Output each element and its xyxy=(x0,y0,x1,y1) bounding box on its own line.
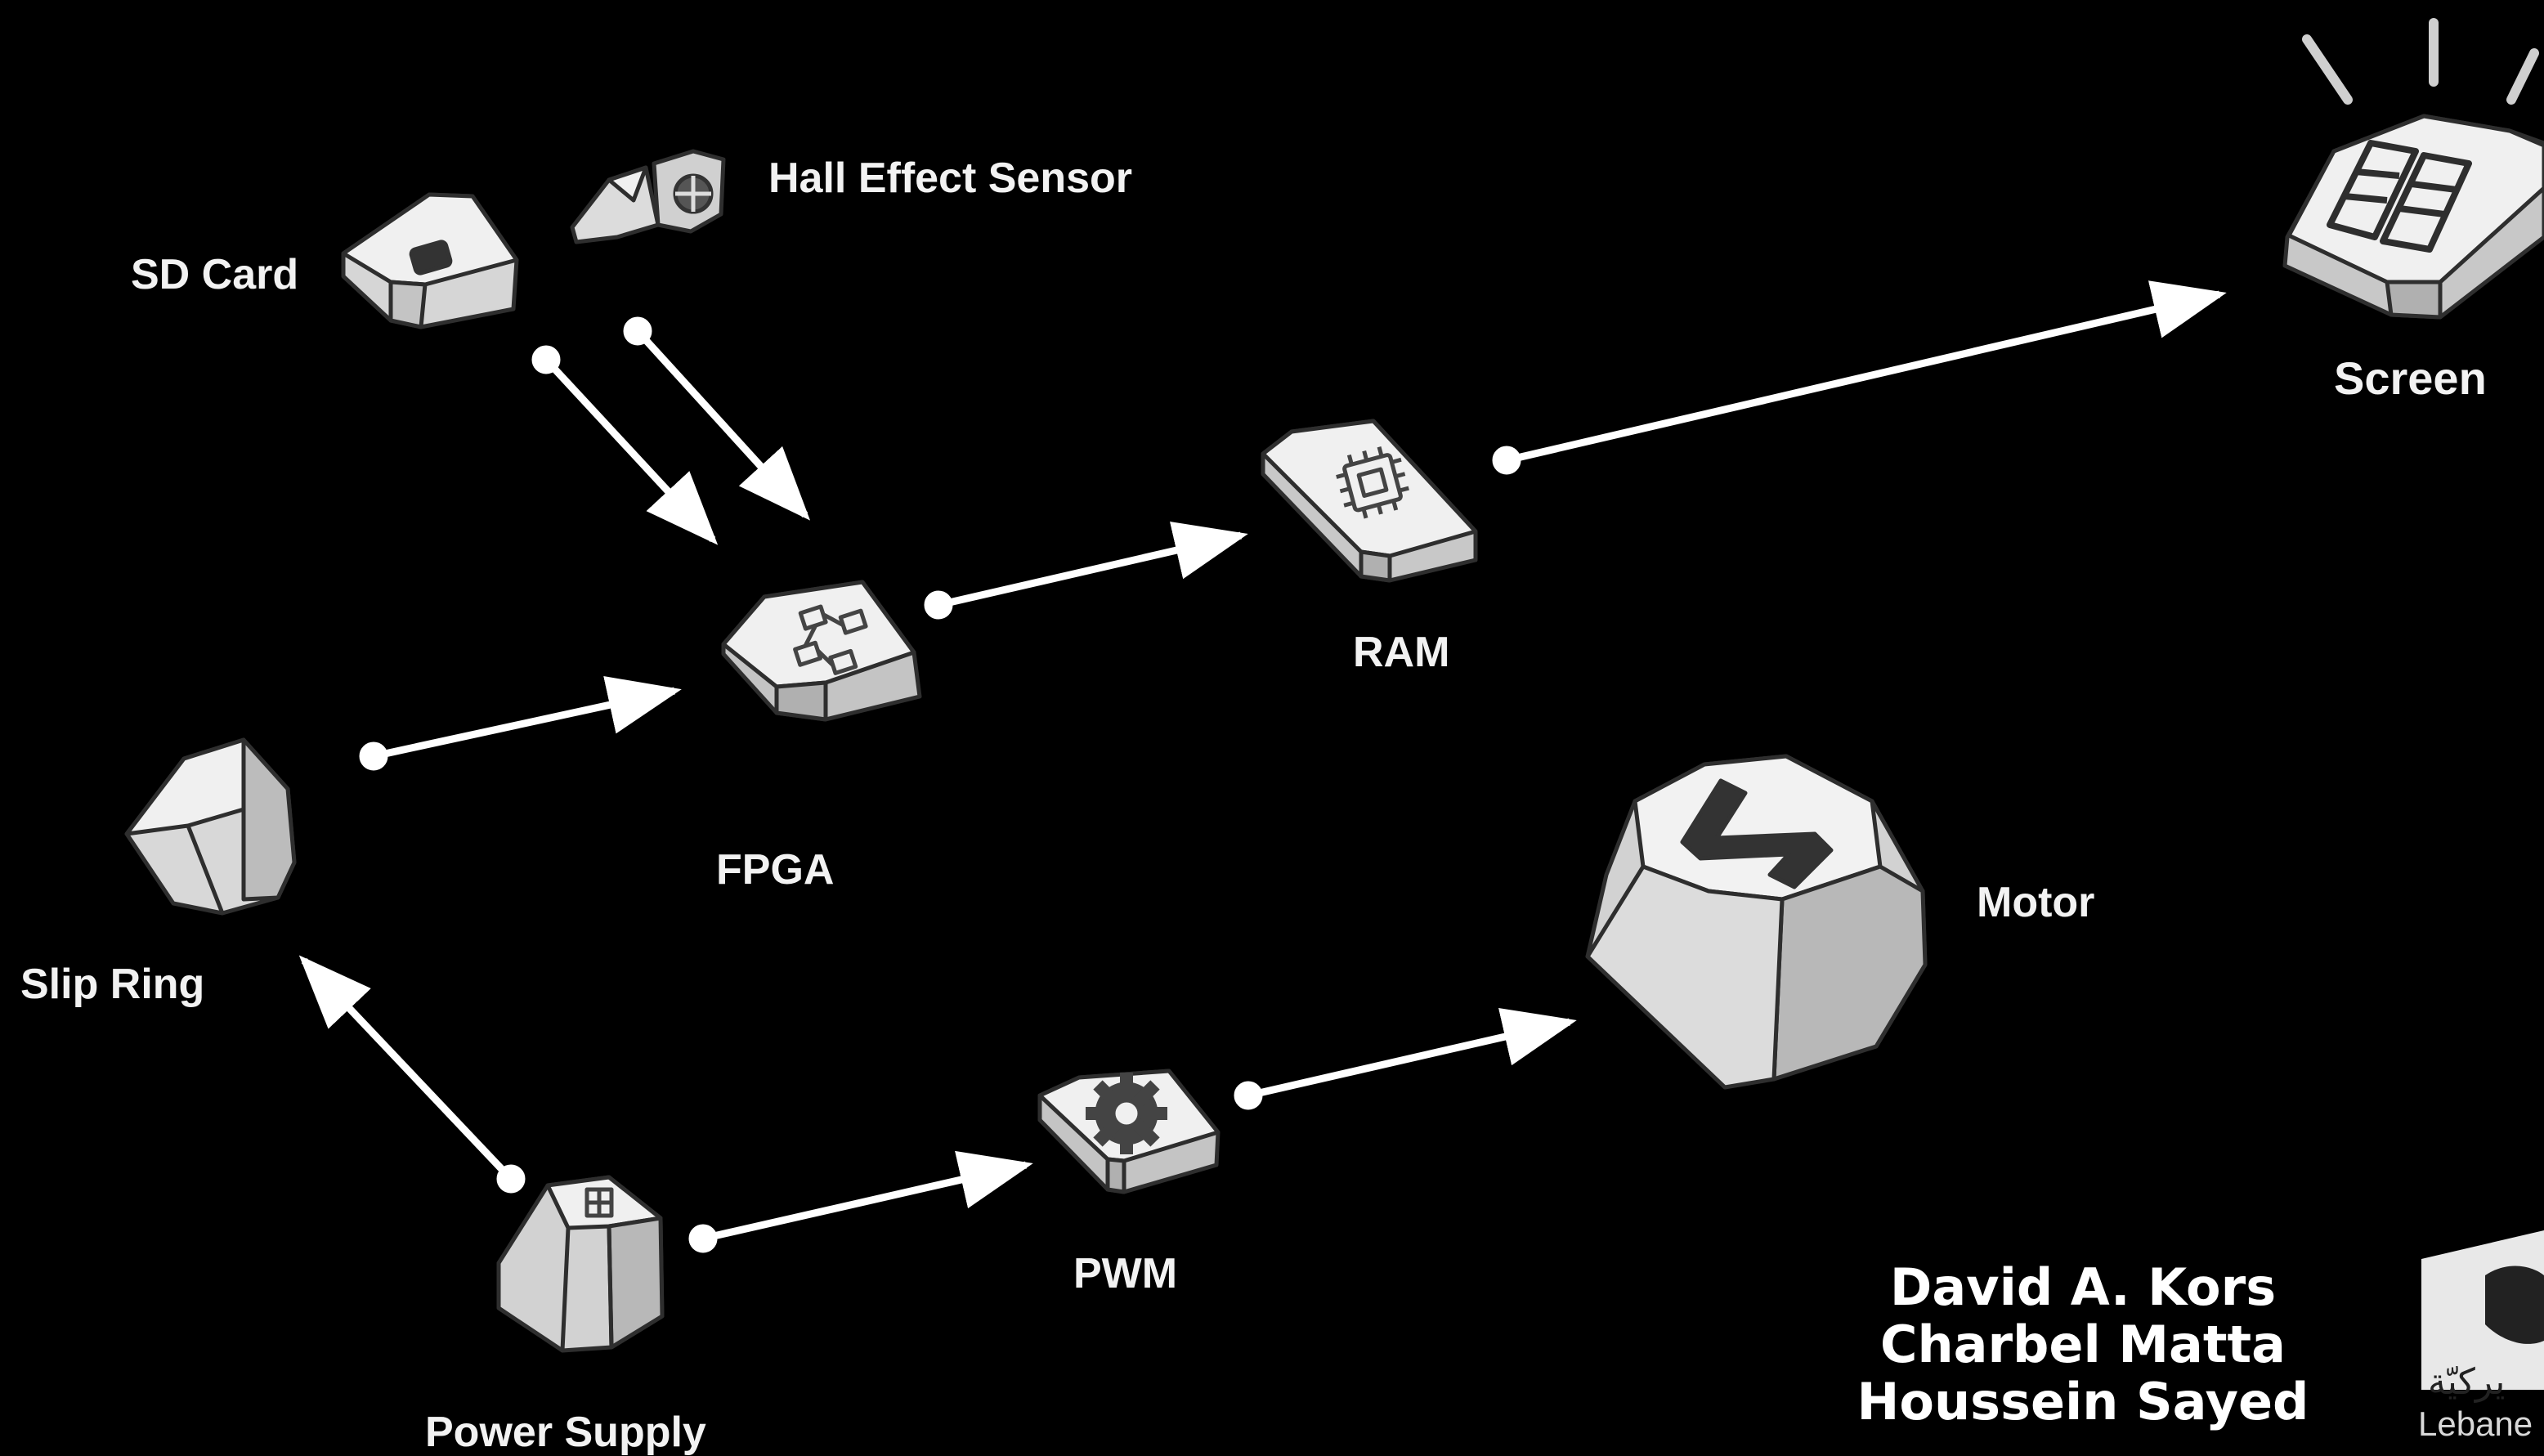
arrow-fpga-to-ram xyxy=(924,522,1248,620)
screen-icon xyxy=(2282,18,2544,320)
fpga-icon xyxy=(721,580,922,722)
connections xyxy=(298,280,2227,1253)
hall-sensor-icon xyxy=(570,149,726,244)
power-supply-icon xyxy=(496,1175,665,1353)
fpga-label: FPGA xyxy=(716,846,835,894)
arrow-power-to-slipring xyxy=(298,955,526,1194)
pwm-label: PWM xyxy=(1073,1250,1178,1297)
ram-label: RAM xyxy=(1353,629,1450,676)
ram-icon xyxy=(1261,419,1478,583)
hall-sensor-label: Hall Effect Sensor xyxy=(768,155,1133,202)
slip-ring-icon xyxy=(124,737,297,916)
arrow-ram-to-screen xyxy=(1492,280,2227,475)
arrow-pwm-to-motor xyxy=(1234,1007,1577,1110)
motor-icon xyxy=(1585,754,1928,1090)
screen-label: Screen xyxy=(2334,352,2487,404)
slip-ring-label: Slip Ring xyxy=(20,961,205,1008)
author-name: Houssein Sayed xyxy=(1856,1372,2309,1431)
logo-caption: Lebane xyxy=(2418,1404,2533,1443)
university-logo: ﻳﺮﻛﻴّﺔ xyxy=(2421,1230,2544,1403)
sd-card-icon xyxy=(341,192,519,329)
pwm-icon xyxy=(1037,1068,1220,1194)
author-list: David A. Kors Charbel Matta Houssein Say… xyxy=(1854,1259,2312,1431)
svg-text:ﻳﺮﻛﻴّﺔ: ﻳﺮﻛﻴّﺔ xyxy=(2428,1361,2505,1403)
motor-label: Motor xyxy=(1977,879,2095,926)
arrow-hall-to-fpga xyxy=(623,316,811,521)
screen-glow-lines xyxy=(2302,18,2539,105)
sd-card-label: SD Card xyxy=(131,251,299,298)
arrow-power-to-pwm xyxy=(688,1150,1033,1253)
arrow-sdcard-to-fpga xyxy=(531,345,719,545)
gear-icon xyxy=(1086,1073,1167,1154)
author-name: David A. Kors xyxy=(1889,1257,2277,1317)
power-supply-label: Power Supply xyxy=(425,1409,706,1456)
author-name: Charbel Matta xyxy=(1880,1315,2286,1374)
arrow-slipring-to-fpga xyxy=(359,676,682,771)
